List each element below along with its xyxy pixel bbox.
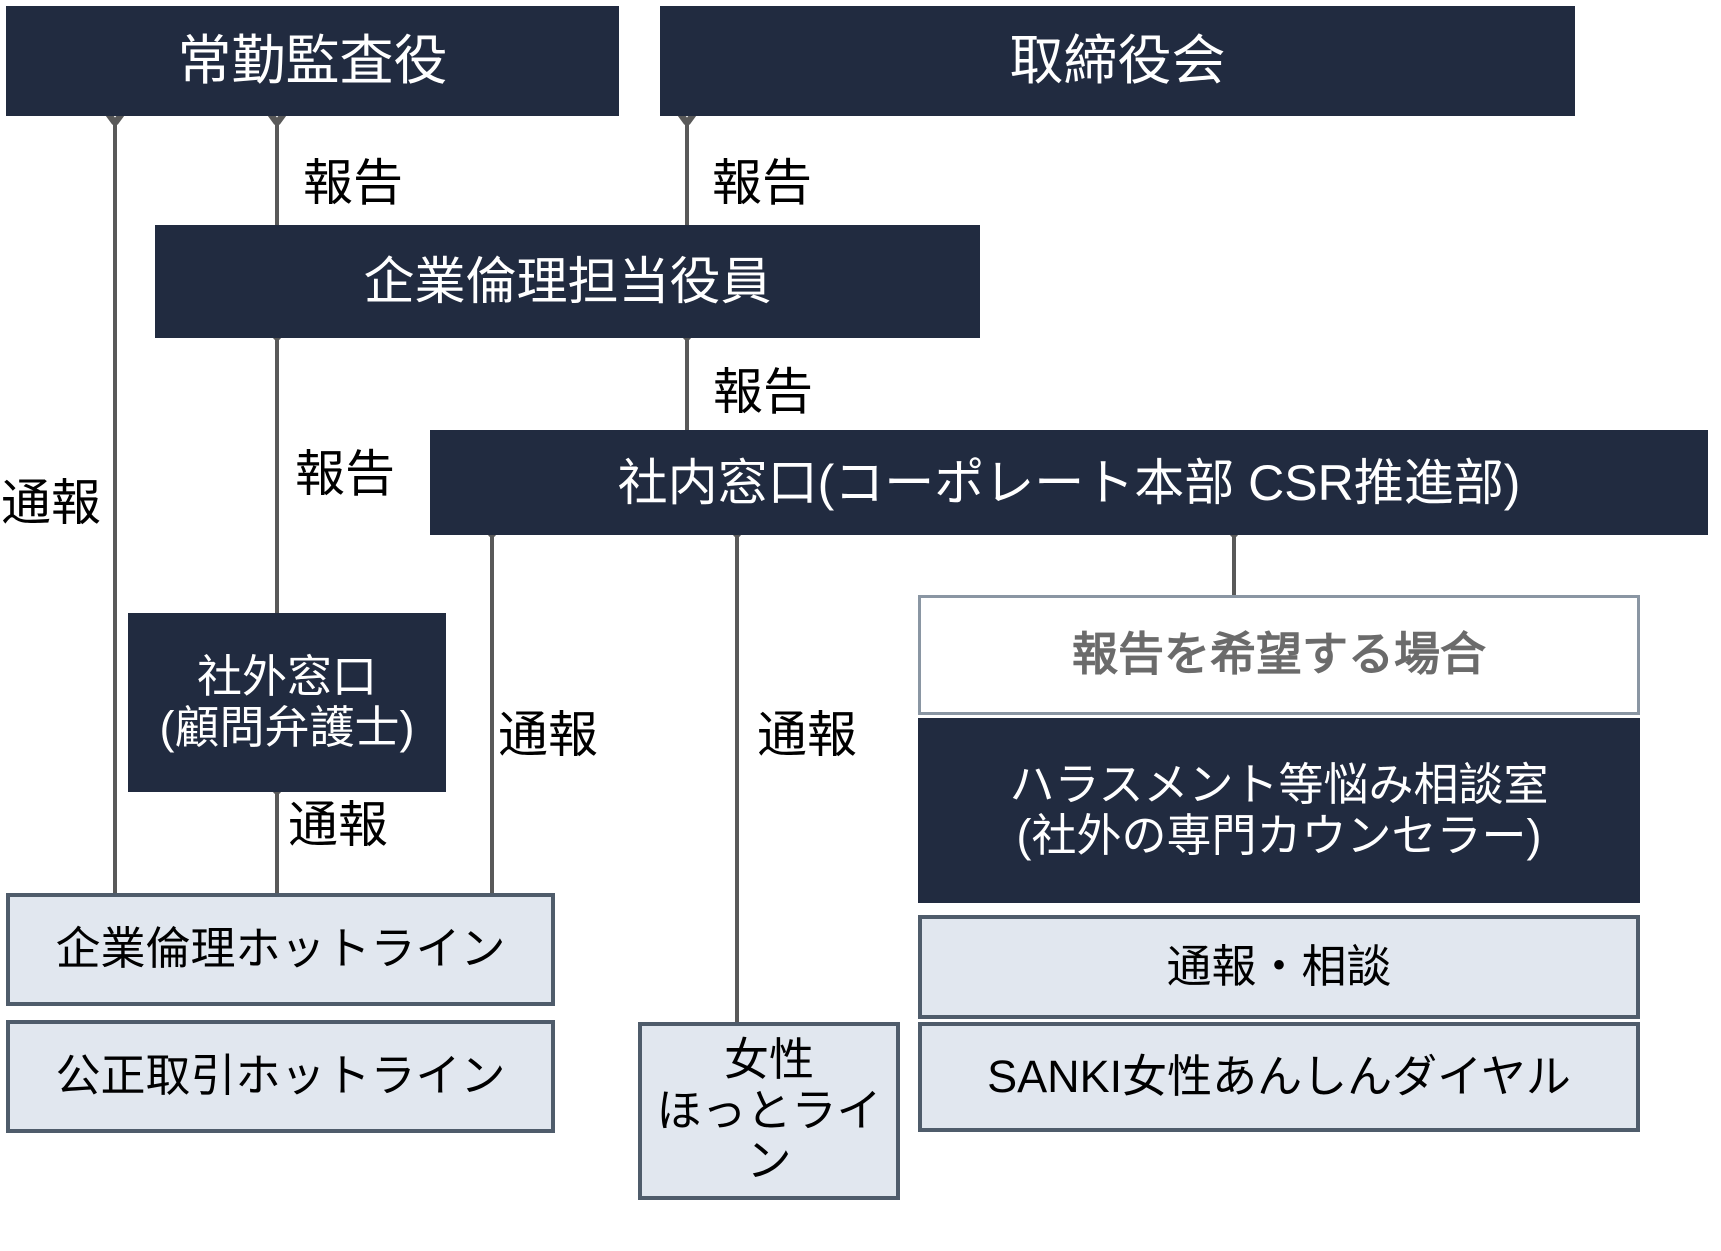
edge-label-text: 報告 [713, 364, 813, 420]
node-report-consult-label: 通報・相談 [1166, 940, 1392, 992]
edge-label-report-ethics-officer: 報告 [713, 352, 813, 424]
node-standing-auditor-label: 常勤監査役 [177, 30, 448, 91]
node-board-of-directors[interactable]: 取締役会 [660, 6, 1575, 116]
node-fair-trade-hotline-label: 公正取引ホットライン [55, 1050, 506, 1102]
node-wish-report[interactable]: 報告を希望する場合 [918, 595, 1640, 715]
node-board-of-directors-label: 取締役会 [1009, 30, 1226, 91]
node-women-hotline[interactable]: 女性 ほっとライン [638, 1022, 900, 1200]
node-wish-report-label: 報告を希望する場合 [1072, 628, 1486, 681]
node-corporate-ethics-hotline[interactable]: 企業倫理ホットライン [6, 893, 555, 1006]
node-women-hotline-label: 女性 ほっとライン [656, 1034, 882, 1187]
node-fair-trade-hotline[interactable]: 公正取引ホットライン [6, 1020, 555, 1133]
node-internal-desk[interactable]: 社内窓口(コーポレート本部 CSR推進部) [430, 430, 1708, 535]
node-internal-desk-label: 社内窓口(コーポレート本部 CSR推進部) [617, 454, 1521, 511]
node-ethics-officer[interactable]: 企業倫理担当役員 [155, 225, 980, 338]
edge-label-notify-internal-right: 通報 [757, 695, 857, 767]
node-external-desk[interactable]: 社外窓口 (顧問弁護士) [128, 613, 446, 792]
edge-label-text: 報告 [295, 446, 395, 502]
node-harassment-room-label: ハラスメント等悩み相談室 (社外の専門カウンセラー) [1009, 759, 1549, 861]
edge-label-notify-internal-left: 通報 [498, 695, 598, 767]
edge-label-notify-far-left: 通報 [1, 463, 101, 535]
node-external-desk-label: 社外窓口 (顧問弁護士) [159, 651, 415, 753]
node-sanki-women-dial-label: SANKI女性あんしんダイヤル [987, 1050, 1571, 1102]
edge-label-report-standing-auditor: 報告 [303, 143, 403, 215]
edge-label-text: 通報 [1, 475, 101, 531]
edge-label-text: 通報 [757, 707, 857, 763]
node-sanki-women-dial[interactable]: SANKI女性あんしんダイヤル [918, 1022, 1640, 1132]
node-corporate-ethics-hotline-label: 企業倫理ホットライン [55, 923, 506, 975]
edge-label-text: 通報 [288, 797, 388, 853]
node-report-consult[interactable]: 通報・相談 [918, 915, 1640, 1019]
edge-label-text: 通報 [498, 707, 598, 763]
node-harassment-room[interactable]: ハラスメント等悩み相談室 (社外の専門カウンセラー) [918, 718, 1640, 903]
edge-label-text: 報告 [712, 155, 812, 211]
edge-label-report-external-desk: 報告 [295, 434, 395, 506]
node-standing-auditor[interactable]: 常勤監査役 [6, 6, 619, 116]
edge-label-text: 報告 [303, 155, 403, 211]
node-ethics-officer-label: 企業倫理担当役員 [363, 252, 772, 310]
edge-label-notify-external-desk: 通報 [288, 785, 388, 857]
edge-label-report-board: 報告 [712, 143, 812, 215]
